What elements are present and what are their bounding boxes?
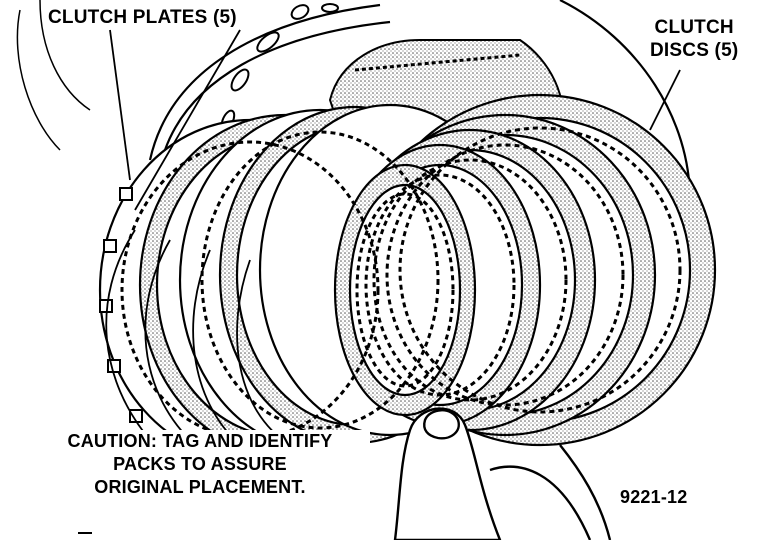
corner-mark [78, 532, 92, 534]
clutch-discs-label-line2: DISCS (5) [650, 40, 739, 61]
clutch-discs-stack [333, 93, 717, 447]
figure-number: 9221-12 [620, 486, 688, 509]
plate-tabs [99, 187, 143, 423]
caution-note-line2: PACKS TO ASSURE [113, 454, 287, 474]
clutch-discs-label-line1: CLUTCH [654, 17, 734, 38]
caution-note-line3: ORIGINAL PLACEMENT. [94, 477, 306, 497]
caution-note: CAUTION: TAG AND IDENTIFY PACKS TO ASSUR… [30, 430, 370, 499]
clutch-plates-label: CLUTCH PLATES (5) [48, 6, 237, 29]
disc-spline-teeth [120, 126, 682, 440]
hand-thumb [393, 407, 612, 540]
caution-note-line1: CAUTION: TAG AND IDENTIFY [67, 431, 333, 451]
clutch-discs-label: CLUTCH DISCS (5) [650, 16, 739, 62]
clutch-housing [16, 0, 692, 201]
